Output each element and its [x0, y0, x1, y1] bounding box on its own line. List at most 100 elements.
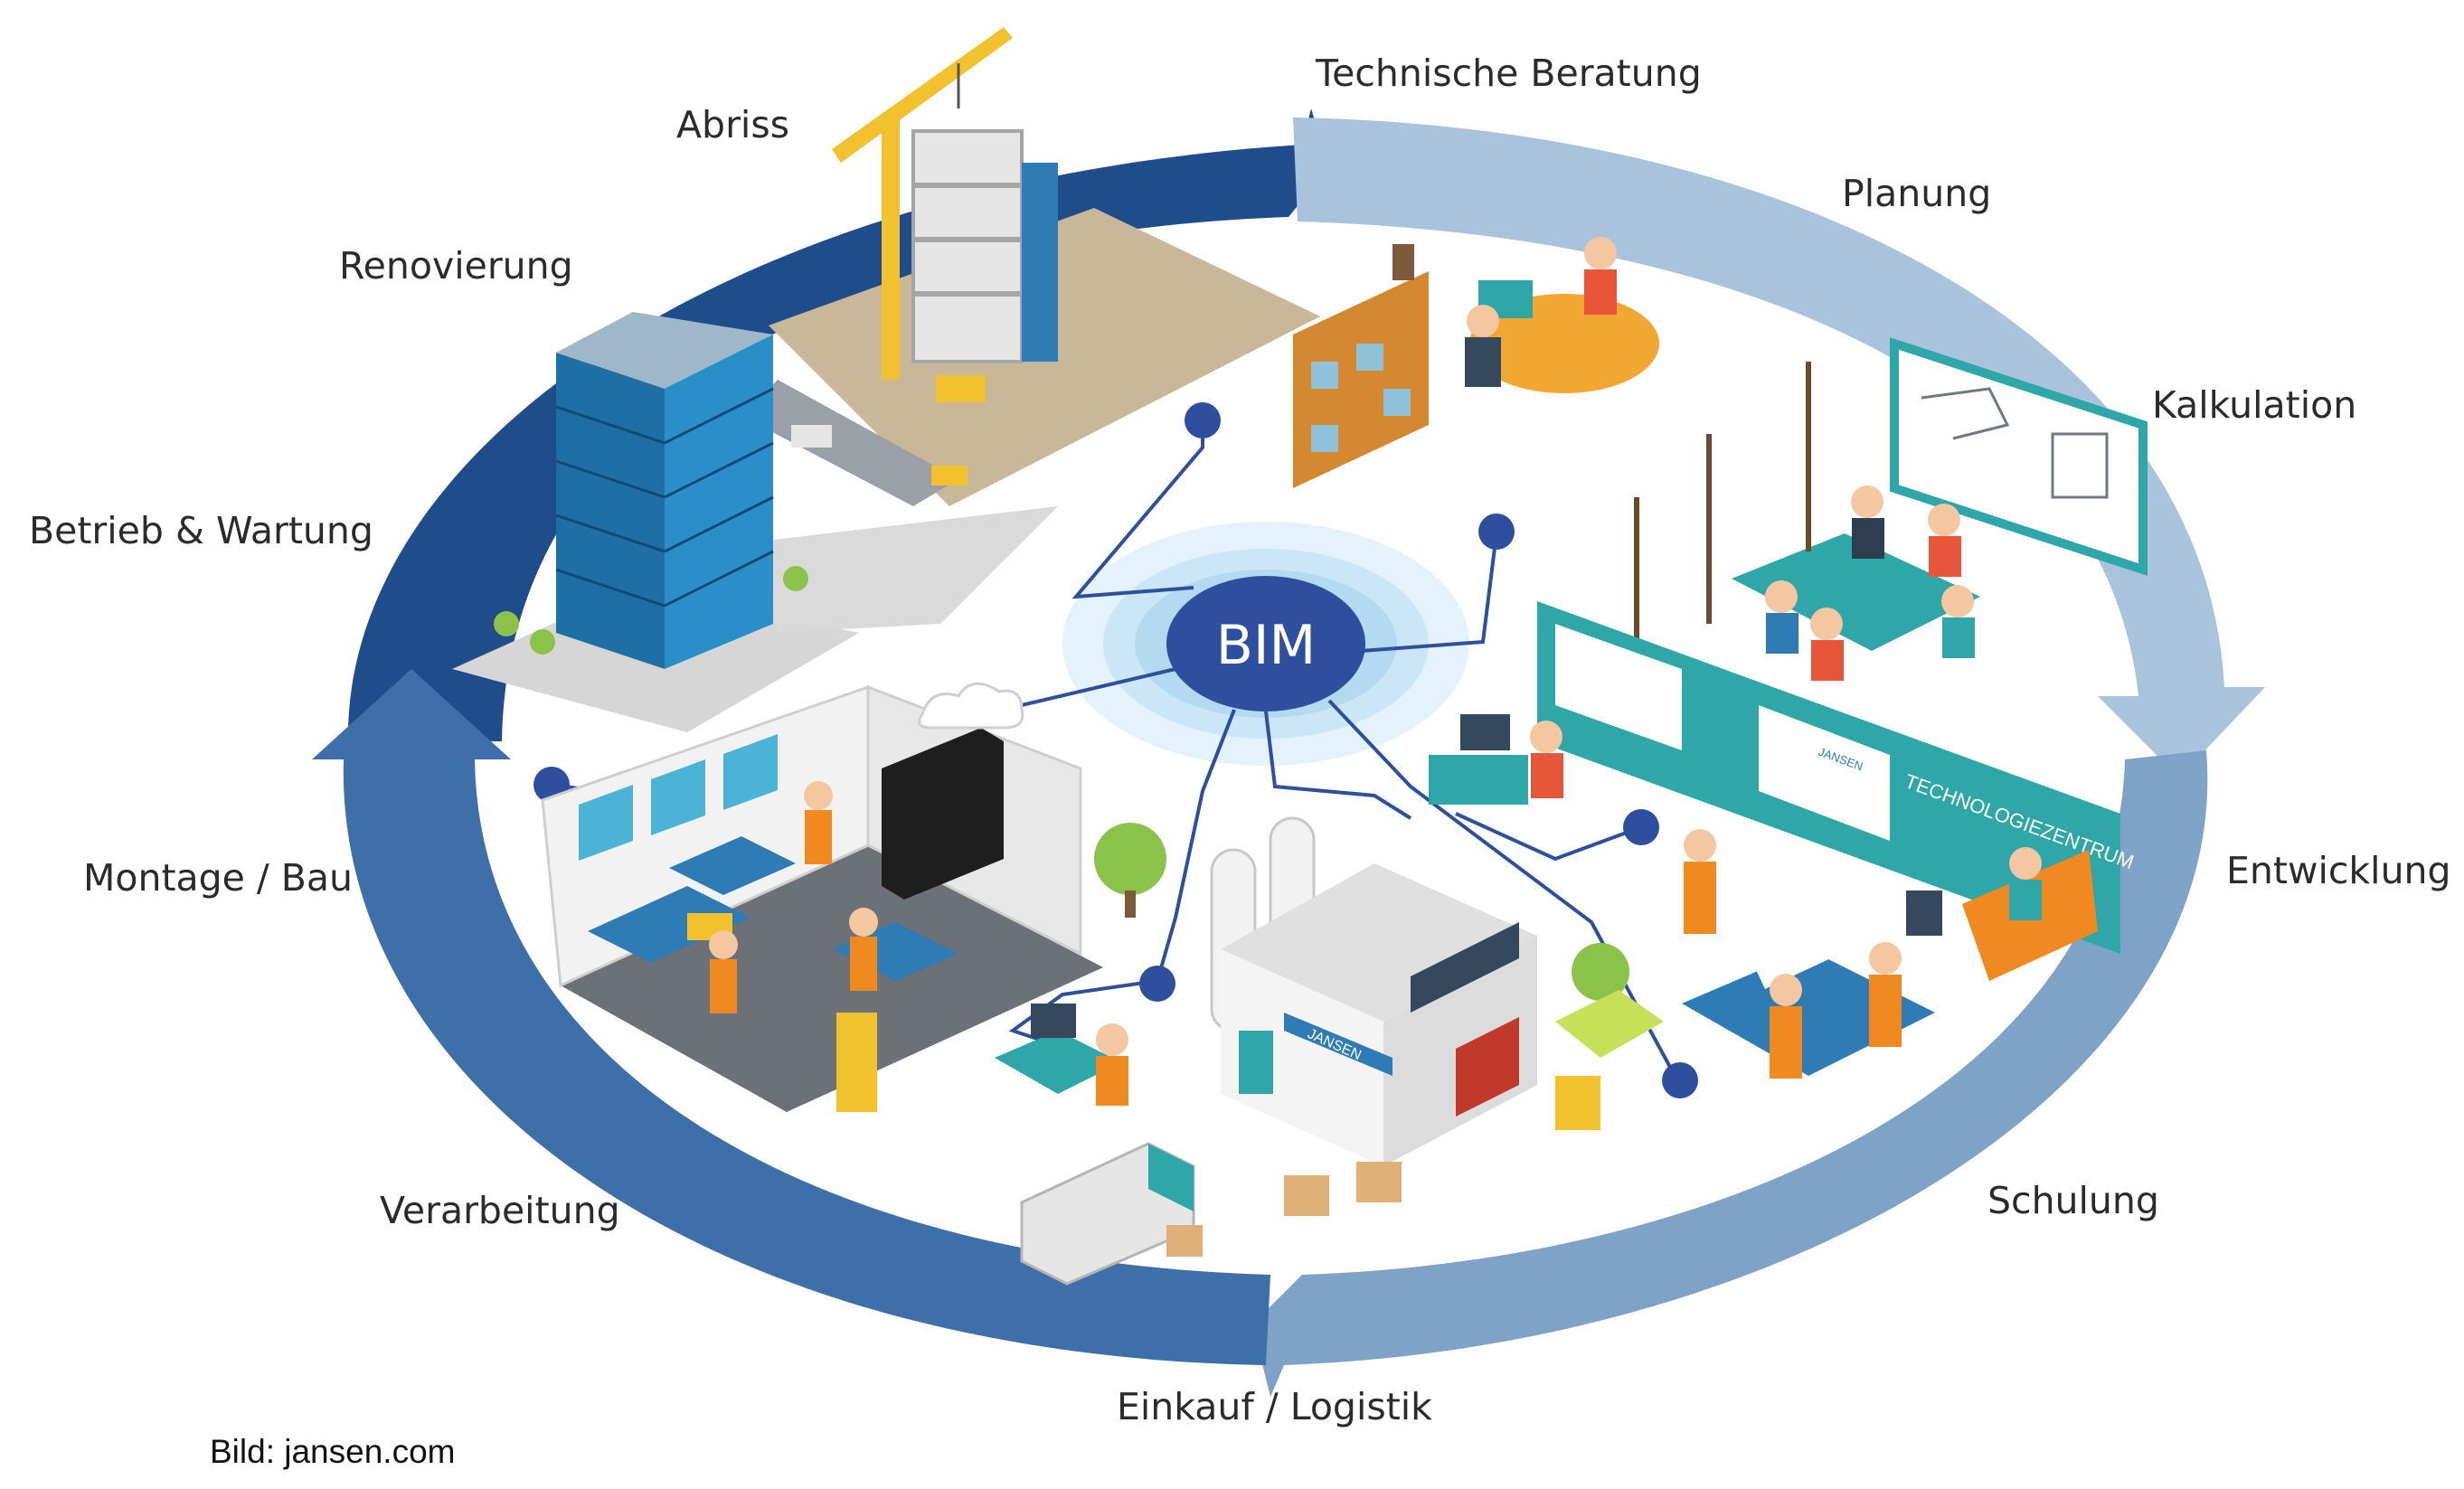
node-planung [1478, 514, 1515, 550]
logistics-worker-body [1096, 1056, 1128, 1106]
label-kalkulation: Kalkulation [2152, 383, 2356, 427]
label-schulung: Schulung [1987, 1179, 2159, 1222]
bulldozer [936, 375, 986, 402]
person-client [1467, 305, 1499, 337]
pallet [1284, 1175, 1329, 1216]
crane-jib [832, 27, 1013, 163]
developer-body [1531, 753, 1563, 798]
tree [530, 629, 555, 655]
label-montage-bau: Montage / Bau [83, 856, 353, 900]
factory-roof [1221, 863, 1537, 1022]
node-verarbeitung [1139, 966, 1175, 1002]
tower-window-grid [555, 387, 774, 608]
bookshelf-books [1311, 344, 1411, 452]
node-abriss [1185, 402, 1221, 438]
tower-roof [556, 312, 773, 389]
logistics-worker [1096, 1023, 1128, 1056]
server-rack [882, 728, 1004, 900]
trainee-body [1684, 862, 1716, 934]
truck-cab [1148, 1144, 1194, 1211]
office-tower-illustration [452, 312, 1058, 732]
tower-shadow [751, 506, 1058, 633]
label-renovierung: Renovierung [339, 244, 573, 287]
connector-verarbeitung [1156, 709, 1236, 982]
tree [1572, 943, 1629, 1001]
building-under-construction [911, 129, 1024, 363]
label-planung: Planung [1842, 172, 1991, 215]
node-schulung [1662, 1062, 1698, 1098]
forklift [1555, 1076, 1600, 1130]
ring-segment-bottom-left [312, 669, 1270, 1365]
worker [849, 908, 878, 937]
machine-bed [1753, 919, 1864, 989]
bim-label: BIM [1216, 614, 1317, 677]
connector-nodes [533, 402, 1698, 1098]
trainee-body [1770, 1006, 1802, 1079]
tree-trunk [1125, 891, 1136, 918]
factory-door [1239, 1031, 1273, 1094]
consulting-office-illustration [1293, 237, 1659, 488]
lawn-patch [1555, 990, 1664, 1058]
training-illustration [1682, 829, 2098, 1079]
trainee [1770, 974, 1802, 1006]
worker-body [710, 959, 737, 1013]
worker-body [850, 937, 877, 991]
developer [1530, 721, 1562, 753]
tower-front [556, 353, 665, 669]
pallet [1356, 1162, 1402, 1202]
connector-entwicklung [1455, 812, 1642, 862]
control-terminal [1906, 891, 1942, 936]
person-consultant [1584, 237, 1617, 269]
image-credit-caption: Bild: jansen.com [210, 1433, 456, 1470]
costing-meeting-illustration [1634, 337, 2148, 687]
lounge-person-body [2009, 880, 2042, 920]
workshop-windows [579, 734, 778, 861]
conference-table [1732, 533, 1980, 651]
tower-side [665, 335, 773, 669]
factory-front [1221, 949, 1383, 1166]
label-einkauf-logistik: Einkauf / Logistik [1117, 1385, 1432, 1428]
parcel [1166, 1225, 1203, 1257]
label-entwicklung: Entwicklung [2226, 849, 2451, 892]
cnc-machine [669, 836, 796, 895]
connector-werk [1264, 711, 1412, 820]
car [791, 425, 832, 448]
factory-window-band [1411, 922, 1519, 1013]
crane-mast [882, 118, 900, 380]
developer-monitor [1460, 714, 1510, 750]
ring-segment-top-left [347, 108, 1330, 741]
logistics-illustration [995, 1004, 1203, 1286]
label-abriss: Abriss [676, 103, 789, 146]
workshop-illustration [541, 682, 1103, 1112]
ring-segment-bottom-right [1252, 750, 2208, 1397]
trainee [1869, 942, 1902, 975]
whiteboard-drawings [1921, 387, 2109, 499]
demolition-road [741, 380, 958, 506]
demolition-site-illustration [741, 27, 1320, 506]
workshop-floor [561, 845, 1103, 1112]
connector-planung [1360, 532, 1498, 653]
worker [804, 781, 833, 810]
plant [1392, 244, 1414, 280]
person-consultant-body [1584, 269, 1617, 315]
whiteboard [1890, 337, 2148, 576]
factory-illustration: JANSEN [1094, 816, 1664, 1216]
logistics-desk [995, 1031, 1121, 1094]
trainee-body [1869, 975, 1902, 1047]
electrical-cabinet [836, 1013, 877, 1112]
lifecycle-ring [312, 108, 2265, 1397]
tree [1094, 823, 1166, 895]
developer-desk [1429, 755, 1528, 805]
tree [783, 566, 808, 591]
meeting-people [1765, 485, 1975, 681]
factory-sign-band [1284, 1013, 1392, 1076]
logistics-monitor [1031, 1004, 1076, 1038]
bim-cloud-icon [918, 682, 1024, 730]
trainee [1684, 829, 1716, 862]
bim-circle [1166, 576, 1365, 712]
label-technische-beratung: Technische Beratung [1315, 52, 1702, 95]
lounge-person [2009, 847, 2042, 880]
label-verarbeitung: Verarbeitung [380, 1189, 620, 1232]
glass-facade [1022, 163, 1058, 362]
